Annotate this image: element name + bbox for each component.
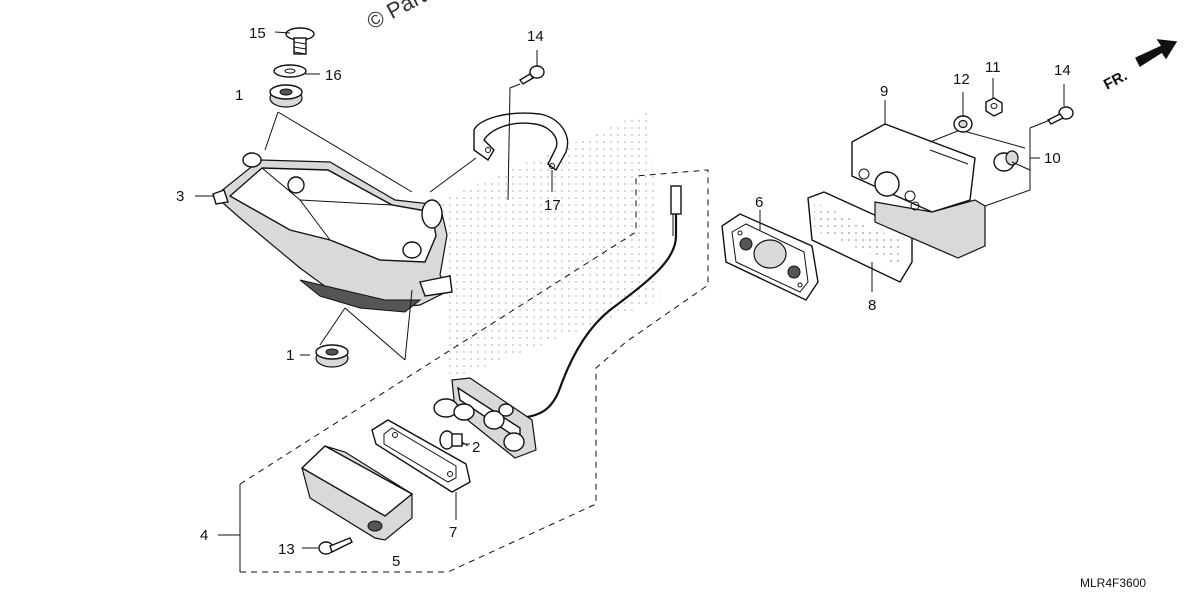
reflector: [807, 191, 913, 283]
collar-12: [953, 115, 973, 133]
watermark: © Partzilla: [363, 0, 464, 34]
front-direction-arrow: FR.: [1101, 39, 1178, 94]
leader-lines-middle: [302, 443, 470, 549]
license-light-harness: [433, 185, 682, 459]
license-lens: [300, 445, 414, 541]
bolt-14-right: [1046, 106, 1074, 125]
diagram-code: MLR4F3600: [1080, 576, 1146, 590]
screw-13: [318, 537, 353, 555]
leader-lines-right: [759, 78, 1065, 292]
callout-14-left: 14: [527, 28, 544, 45]
callout-1-bottom: 1: [286, 347, 294, 364]
leader-lines-left: [195, 31, 553, 361]
callout-15: 15: [249, 25, 266, 42]
gasket-6: [721, 213, 819, 301]
callout-2: 2: [472, 439, 480, 456]
grommet-bottom: [315, 344, 349, 368]
callout-4: 4: [200, 527, 208, 544]
screw-15: [285, 27, 315, 55]
bracket: [473, 112, 569, 172]
callout-7: 7: [449, 524, 457, 541]
bolt-14-left: [518, 65, 545, 85]
watermark-text: © Partzilla: [363, 0, 464, 34]
gasket-7: [371, 419, 471, 493]
grommet-10: [993, 150, 1019, 172]
callout-17: 17: [544, 197, 561, 214]
bulb: [439, 430, 469, 450]
callout-9: 9: [880, 83, 888, 100]
grommet-top: [269, 84, 303, 108]
callout-12: 12: [953, 71, 970, 88]
washer: [273, 64, 307, 78]
callout-6: 6: [755, 194, 763, 211]
callout-14-right: 14: [1054, 62, 1071, 79]
callout-16: 16: [325, 67, 342, 84]
callout-labels: 1 1 2 3 4 5 6 7 8 9 10 11 12 13 14 14 15…: [176, 25, 1071, 570]
reflector-housing: [851, 123, 1026, 259]
nut: [985, 97, 1003, 117]
taillight-assembly: [212, 110, 660, 380]
callout-13: 13: [278, 541, 295, 558]
callout-1-top: 1: [235, 87, 243, 104]
front-direction-label: FR.: [1101, 67, 1130, 93]
callout-5: 5: [392, 553, 400, 570]
callout-11: 11: [985, 59, 1001, 76]
callout-10: 10: [1044, 150, 1061, 167]
group-4-outline: [218, 169, 709, 573]
callout-3: 3: [176, 188, 184, 205]
callout-8: 8: [868, 297, 876, 314]
